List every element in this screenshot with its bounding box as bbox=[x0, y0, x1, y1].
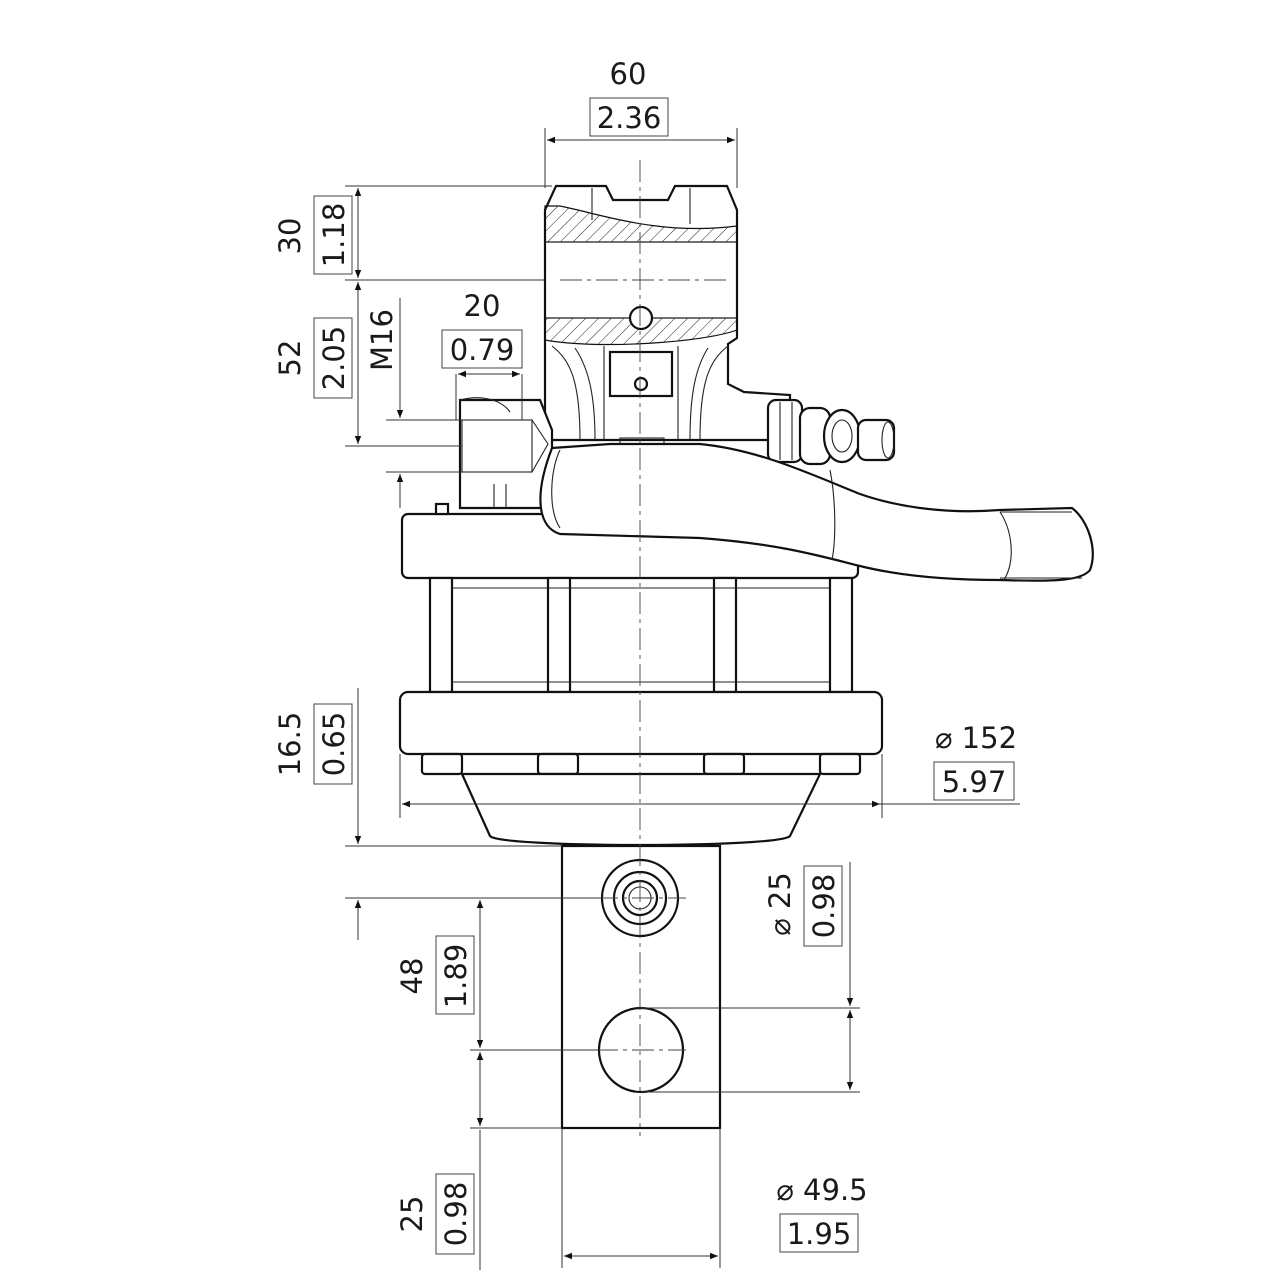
dim-top-width: 60 2.36 bbox=[589, 57, 669, 137]
dim-eye-to-port: 52 2.05 bbox=[273, 317, 353, 399]
dim-eye-height-inch: 1.18 bbox=[317, 203, 351, 268]
dim-hole-spacing-mm: 48 bbox=[395, 958, 429, 995]
lower-flange bbox=[398, 690, 884, 756]
dim-bottom-length: 25 0.98 bbox=[395, 1173, 475, 1255]
dim-shaft-diameter-mm: ⌀ 49.5 bbox=[776, 1173, 867, 1207]
dim-eye-height: 30 1.18 bbox=[273, 195, 353, 275]
dim-bolt-diameter: ⌀ 25 0.98 bbox=[763, 865, 843, 947]
rotator-body bbox=[398, 184, 1094, 1130]
eye-section-top bbox=[544, 205, 738, 243]
dim-shaft-diameter: ⌀ 49.5 1.95 bbox=[776, 1173, 868, 1253]
dim-hole-spacing: 48 1.89 bbox=[395, 935, 475, 1015]
grease-hole-small bbox=[633, 376, 649, 392]
grease-window bbox=[608, 350, 674, 398]
dim-thread-label: M16 bbox=[365, 309, 399, 371]
grease-hole-top bbox=[628, 305, 654, 331]
dim-top-width-mm: 60 bbox=[610, 57, 647, 91]
dim-eye-to-port-inch: 2.05 bbox=[317, 326, 351, 391]
dim-hole-spacing-inch: 1.89 bbox=[439, 944, 473, 1009]
dim-port-offset-mm: 20 bbox=[464, 289, 501, 323]
dim-eye-to-port-mm: 52 bbox=[273, 340, 307, 377]
dim-flange-height-inch: 0.65 bbox=[317, 712, 351, 777]
dimension-lines bbox=[345, 128, 1020, 1270]
dim-top-width-inch: 2.36 bbox=[597, 101, 662, 135]
dim-port-offset-inch: 0.79 bbox=[450, 333, 515, 367]
conical-hub bbox=[460, 772, 822, 847]
dim-bottom-length-mm: 25 bbox=[395, 1196, 429, 1233]
column-bars bbox=[428, 576, 854, 694]
dim-flange-diameter-mm: ⌀ 152 bbox=[935, 721, 1017, 755]
dim-thread: M16 bbox=[365, 309, 399, 371]
dim-bolt-diameter-inch: 0.98 bbox=[807, 874, 841, 939]
dim-flange-height-mm: 16.5 bbox=[273, 712, 307, 777]
eye-section-bottom bbox=[544, 317, 738, 346]
dim-eye-height-mm: 30 bbox=[273, 218, 307, 255]
dim-shaft-diameter-inch: 1.95 bbox=[787, 1217, 852, 1251]
center-lines bbox=[560, 160, 728, 1136]
dim-port-offset: 20 0.79 bbox=[441, 289, 523, 369]
dim-flange-height: 16.5 0.65 bbox=[273, 703, 353, 785]
dim-flange-diameter-inch: 5.97 bbox=[942, 765, 1007, 799]
hydraulic-fittings bbox=[766, 398, 896, 466]
swing-arm bbox=[539, 442, 1094, 582]
dim-bolt-diameter-mm: ⌀ 25 bbox=[763, 872, 797, 936]
dim-bottom-length-inch: 0.98 bbox=[439, 1182, 473, 1247]
dim-flange-diameter: ⌀ 152 5.97 bbox=[933, 721, 1017, 801]
